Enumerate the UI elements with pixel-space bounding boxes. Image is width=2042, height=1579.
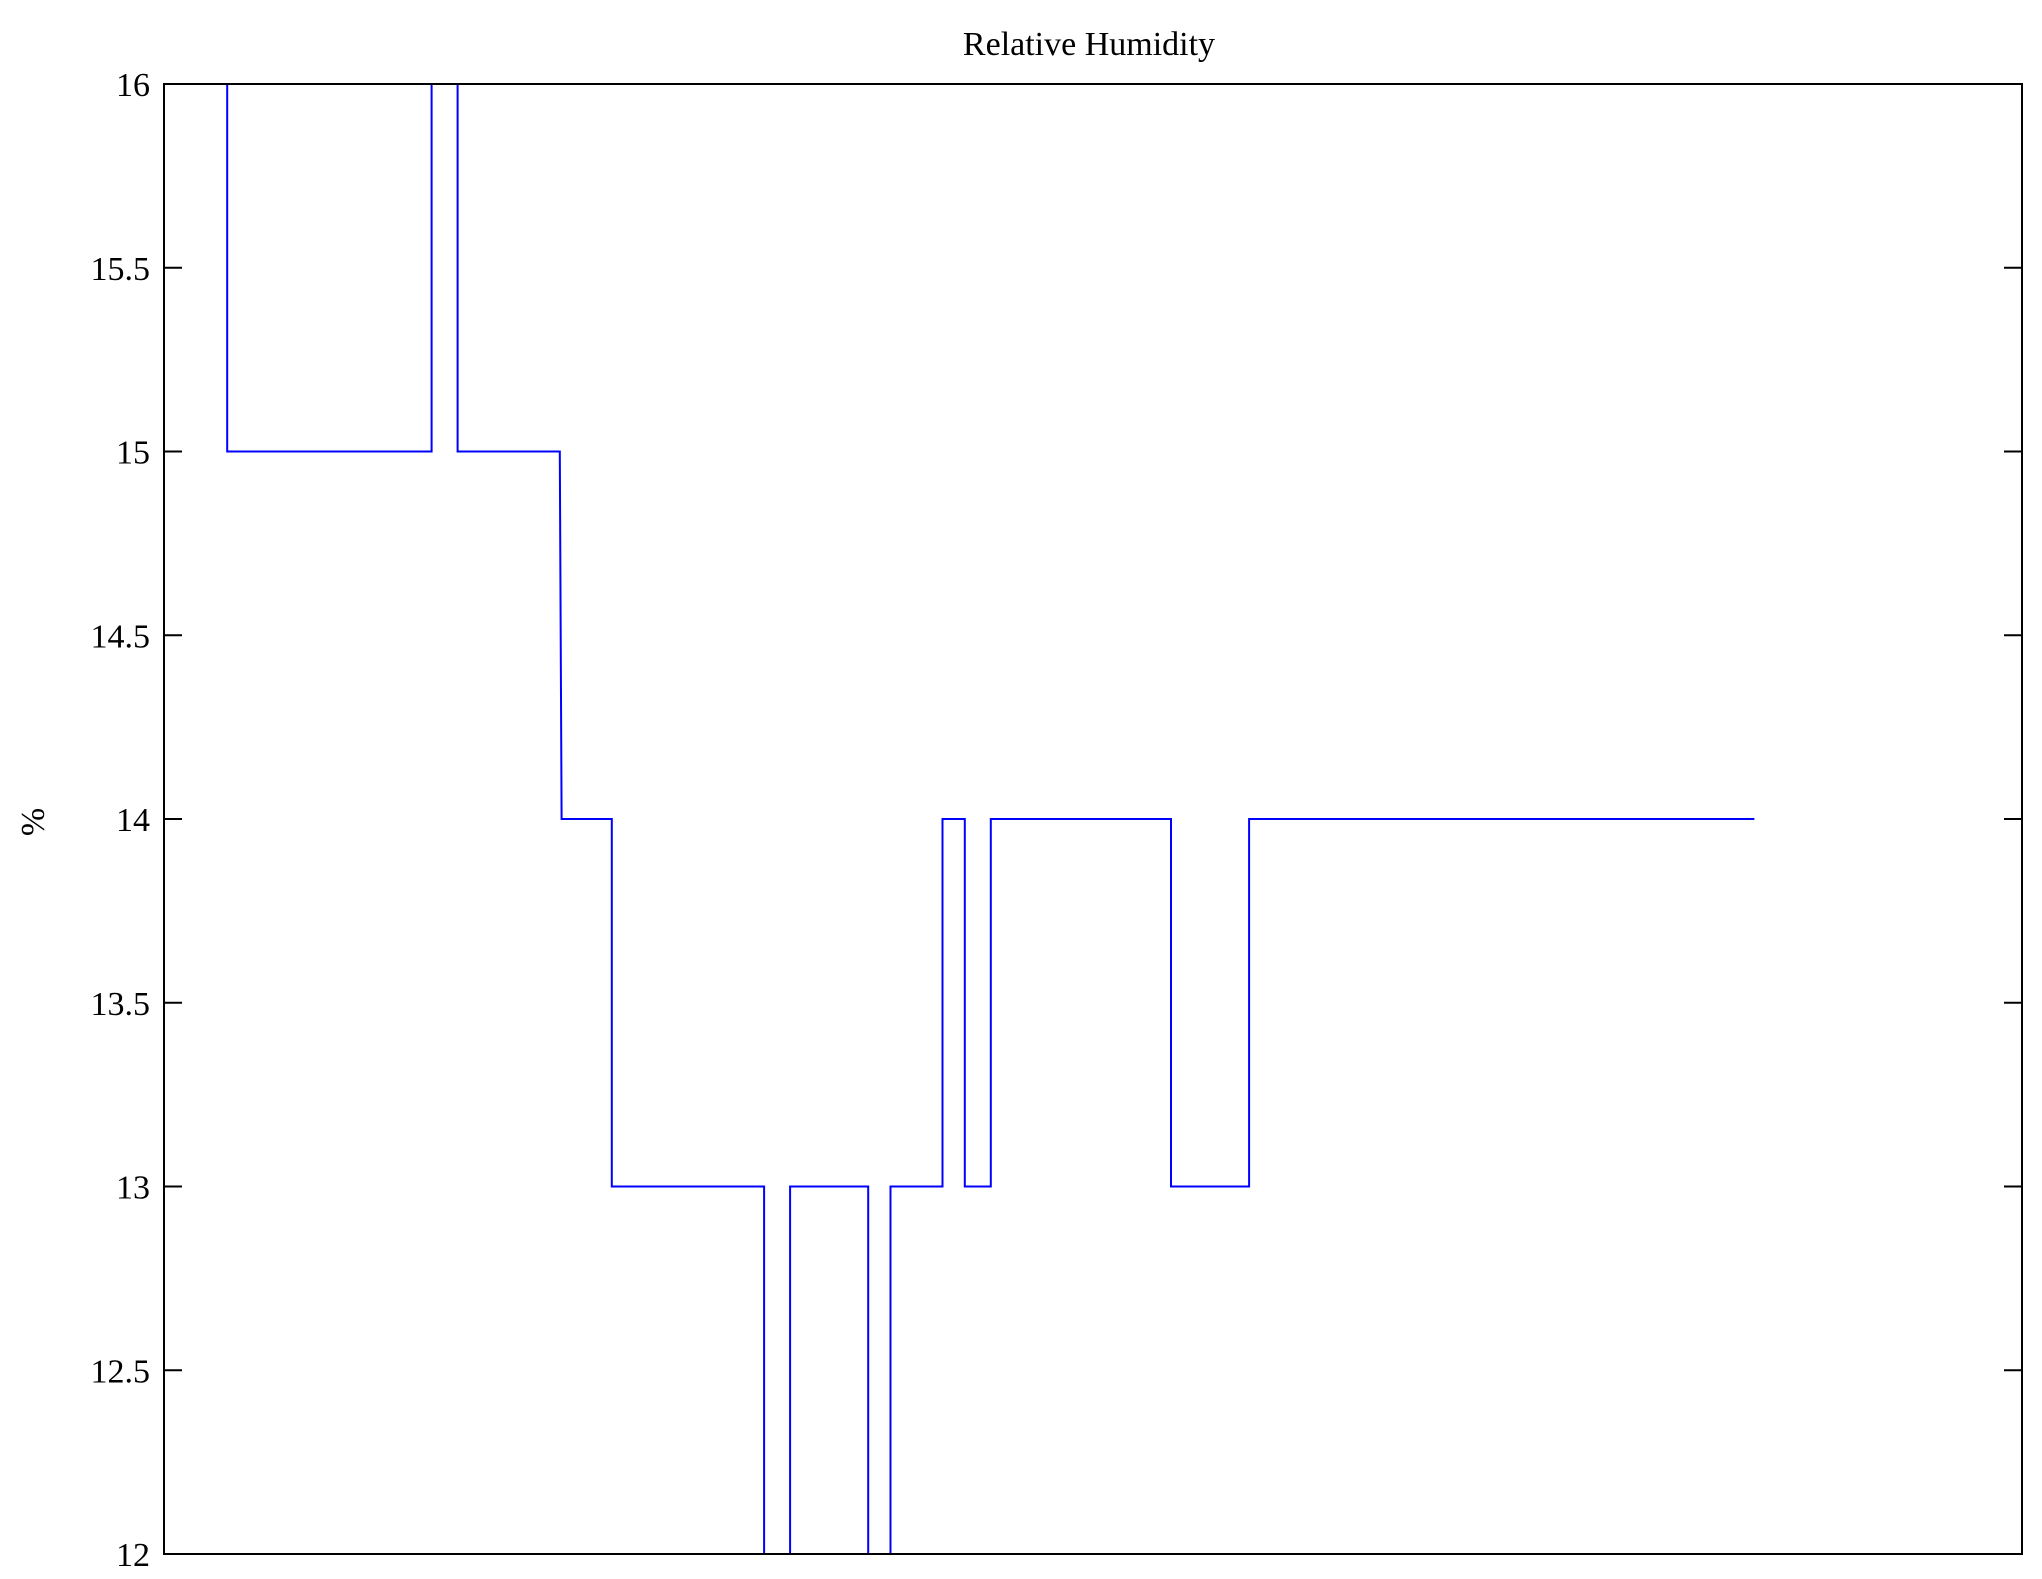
y-tick-label: 15 — [116, 435, 150, 472]
series-line-0 — [226, 83, 1755, 1555]
y-tick-label: 12 — [116, 1537, 150, 1574]
y-tick-label: 14 — [116, 802, 150, 839]
y-tick-label: 13 — [116, 1170, 150, 1207]
y-tick-label: 13.5 — [91, 986, 151, 1023]
y-tick-label: 12.5 — [91, 1353, 151, 1390]
y-tick-label: 16 — [116, 67, 150, 104]
y-tick-label: 15.5 — [91, 251, 151, 288]
chart-title: Relative Humidity — [963, 26, 1215, 63]
y-tick-label: 14.5 — [91, 618, 151, 655]
y-axis-label: % — [15, 808, 52, 836]
plot-area: 12 12.5 13 13.5 14 14.5 15 15.5 16 — [91, 67, 2023, 1574]
